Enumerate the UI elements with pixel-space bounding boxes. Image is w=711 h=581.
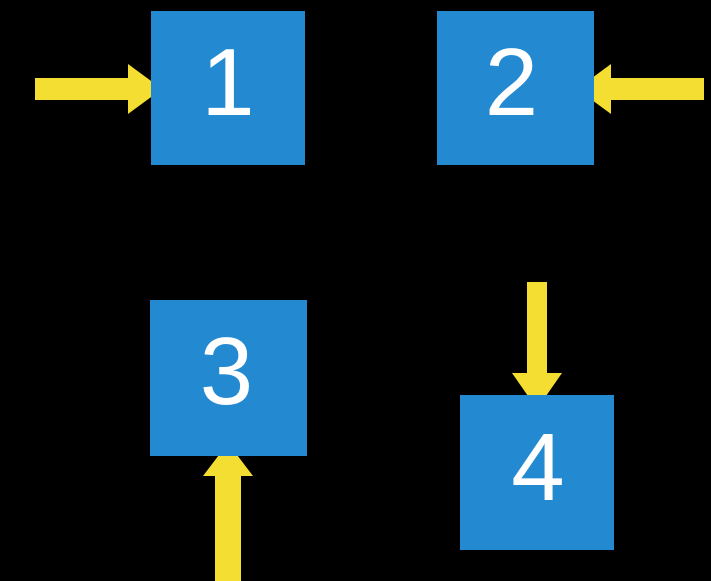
node-1[interactable]: 1 [151, 11, 305, 165]
arrow-into-node-1 [35, 64, 162, 114]
node-4-label: 4 [511, 414, 565, 521]
node-1-label: 1 [201, 29, 255, 136]
arrow-into-node-4 [512, 282, 562, 409]
node-2-label: 2 [484, 29, 539, 136]
arrow-into-node-2 [577, 64, 704, 114]
node-4[interactable]: 4 [460, 395, 614, 550]
arrow-into-node-3 [203, 443, 253, 581]
node-2[interactable]: 2 [437, 11, 594, 165]
node-3-label: 3 [199, 318, 254, 425]
node-3[interactable]: 3 [150, 300, 307, 456]
